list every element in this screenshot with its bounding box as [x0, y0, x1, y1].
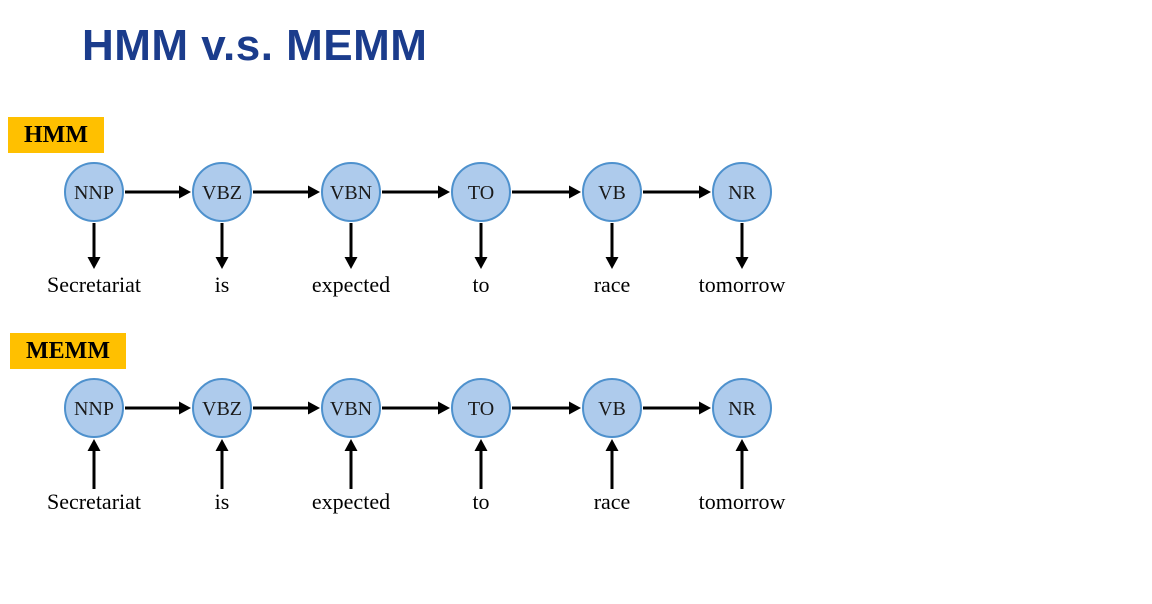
state-node	[64, 378, 124, 438]
state-node-label: VBZ	[202, 398, 242, 420]
state-node-label: NNP	[74, 398, 114, 420]
emission-arrow-up-head	[87, 439, 101, 451]
emission-arrow-down-head	[87, 257, 101, 269]
observation-word: tomorrow	[699, 489, 786, 514]
emission-arrow-up-head	[735, 439, 749, 451]
transition-arrow-head	[308, 185, 320, 199]
emission-arrow-down-head	[474, 257, 488, 269]
transition-arrow-head	[179, 401, 191, 415]
state-node-label: TO	[468, 182, 494, 204]
observation-word: Secretariat	[47, 272, 141, 297]
observation-word: race	[594, 272, 631, 297]
observation-word: Secretariat	[47, 489, 141, 514]
state-node-label: NR	[728, 182, 756, 204]
state-node	[712, 162, 772, 222]
emission-arrow-down-head	[735, 257, 749, 269]
transition-arrow-head	[569, 401, 581, 415]
state-node	[192, 162, 252, 222]
observation-word: to	[472, 489, 489, 514]
state-node	[64, 162, 124, 222]
memm-section-badge: MEMM	[10, 333, 126, 369]
observation-word: expected	[312, 489, 390, 514]
emission-arrow-down-head	[605, 257, 619, 269]
transition-arrow-head	[438, 401, 450, 415]
state-node-label: VBZ	[202, 182, 242, 204]
observation-word: is	[215, 489, 230, 514]
observation-word: is	[215, 272, 230, 297]
state-node-label: VB	[598, 182, 626, 204]
transition-arrow-head	[699, 185, 711, 199]
state-node	[451, 162, 511, 222]
state-node	[321, 378, 381, 438]
state-node	[712, 378, 772, 438]
emission-arrow-down-head	[344, 257, 358, 269]
emission-arrow-up-head	[344, 439, 358, 451]
hmm-chain-diagram: NNP VBZ VBN TO VB NR Secretariat is expected to ra…	[47, 162, 786, 297]
state-node	[321, 162, 381, 222]
transition-arrow-head	[438, 185, 450, 199]
hmm-section-badge: HMM	[8, 117, 104, 153]
emission-arrow-down-head	[215, 257, 229, 269]
state-node-label: VB	[598, 398, 626, 420]
state-node-label: TO	[468, 398, 494, 420]
memm-chain-diagram: NNP VBZ VBN TO VB NR Secretariat is expected to ra…	[47, 378, 786, 514]
state-node-label: NR	[728, 398, 756, 420]
observation-word: to	[472, 272, 489, 297]
state-node	[582, 378, 642, 438]
state-node-label: VBN	[330, 182, 372, 204]
emission-arrow-up-head	[474, 439, 488, 451]
state-node-label: VBN	[330, 398, 372, 420]
state-node	[582, 162, 642, 222]
state-node	[192, 378, 252, 438]
state-node	[451, 378, 511, 438]
emission-arrow-up-head	[605, 439, 619, 451]
observation-word: race	[594, 489, 631, 514]
state-node-label: NNP	[74, 182, 114, 204]
observation-word: tomorrow	[699, 272, 786, 297]
observation-word: expected	[312, 272, 390, 297]
transition-arrow-head	[699, 401, 711, 415]
emission-arrow-up-head	[215, 439, 229, 451]
transition-arrow-head	[308, 401, 320, 415]
transition-arrow-head	[569, 185, 581, 199]
page-title: HMM v.s. MEMM	[82, 21, 428, 70]
transition-arrow-head	[179, 185, 191, 199]
